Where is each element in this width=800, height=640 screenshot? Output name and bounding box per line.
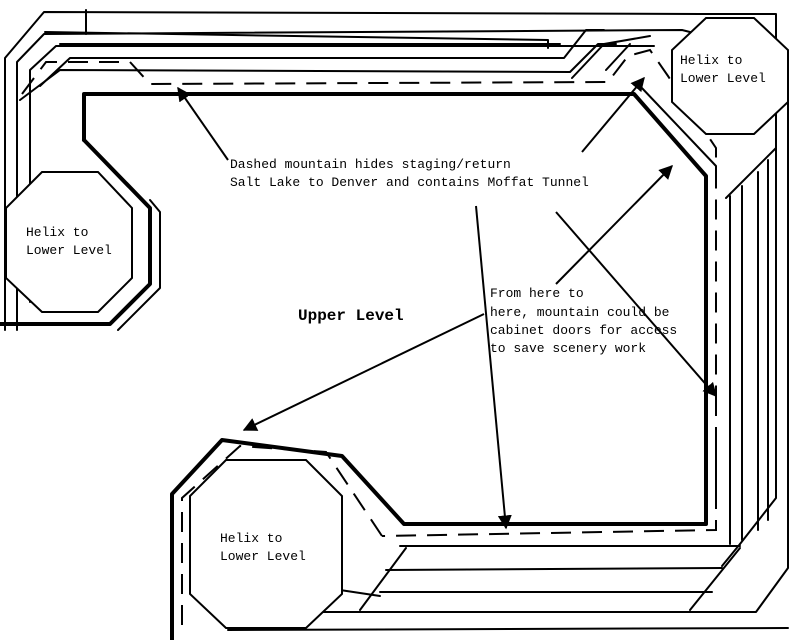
arrow-to-topright-bend — [581, 76, 645, 153]
cabinet-note-line3: cabinet doors for access — [490, 323, 677, 338]
arrow-to-right-track — [475, 205, 512, 530]
mountain-note-line2: Salt Lake to Denver and contains Moffat … — [230, 175, 589, 190]
helix-topright — [671, 17, 789, 135]
arrow-from-here-up — [555, 165, 673, 285]
cabinet-note: From here to here, mountain could be cab… — [490, 286, 677, 356]
helix-left — [5, 171, 133, 313]
helix-left-line1: Helix to — [26, 225, 88, 240]
helix-bottom-line2: Lower Level — [220, 549, 306, 564]
helix-topright-line2: Lower Level — [680, 71, 766, 86]
mountain-note-line1: Dashed mountain hides staging/return — [230, 157, 511, 172]
annotation-arrows — [177, 76, 717, 530]
upper-level-boundary — [0, 92, 708, 640]
bottom-track-lines — [227, 543, 789, 631]
cabinet-note-line1: From here to — [490, 286, 584, 301]
cabinet-note-line4: to save scenery work — [490, 341, 646, 356]
helix-topright-label: Helix to Lower Level — [680, 53, 766, 86]
arrow-to-right-lower — [555, 211, 717, 398]
helix-topright-line1: Helix to — [680, 53, 742, 68]
helix-bottom-line1: Helix to — [220, 531, 282, 546]
dashed-mountain-line — [21, 48, 717, 636]
helix-bottom-label: Helix to Lower Level — [220, 531, 306, 564]
helix-bottom — [189, 459, 343, 629]
arrow-to-bottom-left-bend — [242, 313, 485, 431]
arrow-to-top-track — [177, 86, 229, 161]
helix-left-line2: Lower Level — [26, 243, 112, 258]
mountain-note: Dashed mountain hides staging/return Sal… — [230, 157, 589, 190]
upper-level-label: Upper Level — [298, 307, 404, 325]
helix-left-label: Helix to Lower Level — [26, 225, 112, 258]
cabinet-note-line2: here, mountain could be — [490, 305, 669, 320]
